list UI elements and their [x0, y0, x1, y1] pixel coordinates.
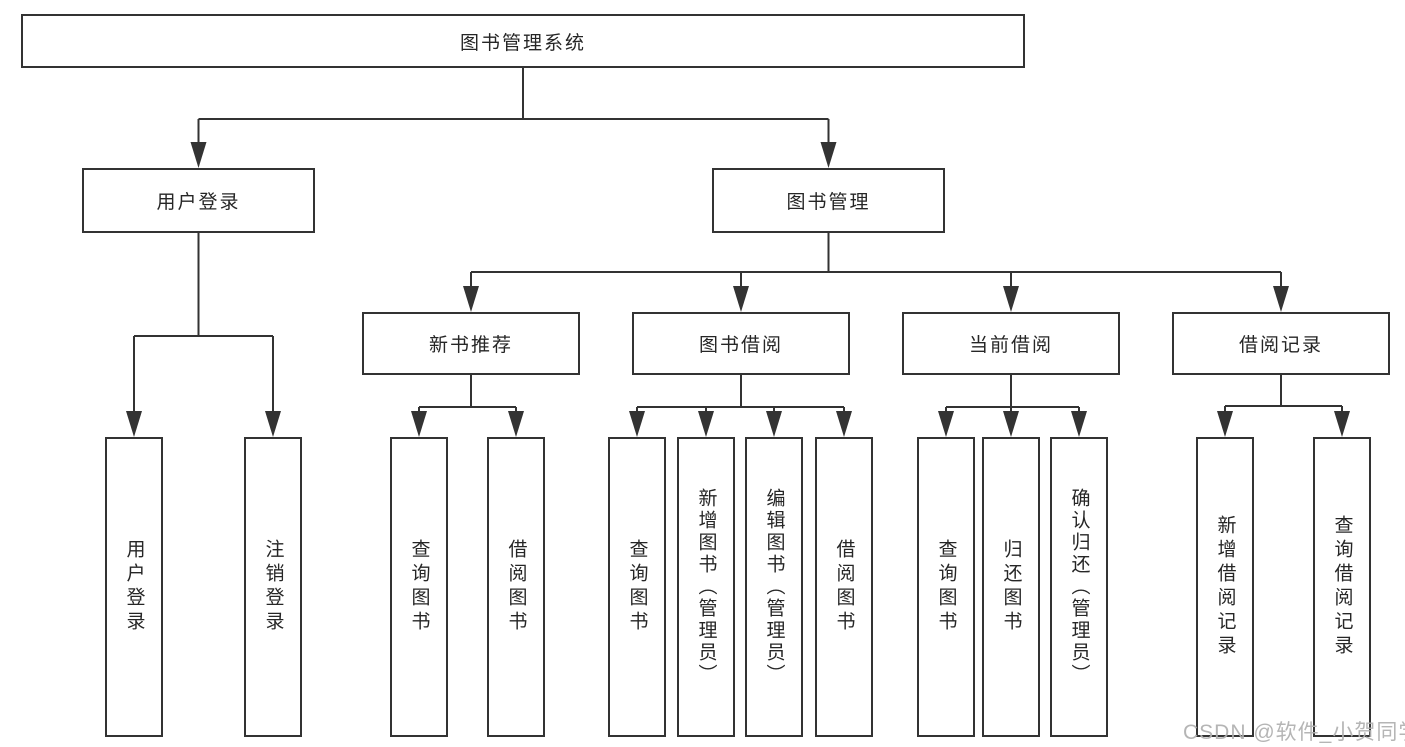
arrow-icon — [1334, 411, 1350, 437]
connector-book-management-children — [470, 233, 1282, 308]
connector-book-borrow-children — [636, 375, 845, 433]
arrowheads — [126, 142, 1350, 437]
arrow-icon — [1071, 411, 1087, 437]
arrow-icon — [1003, 411, 1019, 437]
arrow-icon — [820, 142, 837, 168]
leaf-records-query-record: 查询借阅记录 — [1313, 437, 1371, 737]
connector-borrow-records-children — [1224, 375, 1343, 433]
node-root-system: 图书管理系统 — [21, 14, 1025, 68]
node-current-borrow: 当前借阅 — [902, 312, 1120, 375]
arrow-icon — [1217, 411, 1233, 437]
leaf-borrow-add-books-admin: 新增图书（管理员） — [677, 437, 735, 737]
connector-root-to-level2 — [197, 68, 830, 164]
leaf-borrow-borrow-books: 借阅图书 — [815, 437, 873, 737]
leaf-user-login: 用户登录 — [105, 437, 163, 737]
arrow-icon — [733, 286, 749, 312]
arrow-icon — [463, 286, 479, 312]
node-user-login: 用户登录 — [82, 168, 315, 233]
leaf-records-add-record: 新增借阅记录 — [1196, 437, 1254, 737]
arrow-icon — [836, 411, 852, 437]
arrow-icon — [411, 411, 427, 437]
arrow-icon — [1273, 286, 1289, 312]
connector-new-book-children — [418, 375, 517, 433]
leaf-current-confirm-return-admin: 确认归还（管理员） — [1050, 437, 1108, 737]
node-new-book-recommend: 新书推荐 — [362, 312, 580, 375]
arrow-icon — [126, 411, 142, 437]
node-book-management: 图书管理 — [712, 168, 945, 233]
arrow-icon — [508, 411, 524, 437]
arrow-icon — [698, 411, 714, 437]
node-book-borrow: 图书借阅 — [632, 312, 850, 375]
leaf-logout: 注销登录 — [244, 437, 302, 737]
arrow-icon — [190, 142, 207, 168]
leaf-new-book-query: 查询图书 — [390, 437, 448, 737]
leaf-borrow-query-books: 查询图书 — [608, 437, 666, 737]
leaf-borrow-edit-books-admin: 编辑图书（管理员） — [745, 437, 803, 737]
arrow-icon — [1003, 286, 1019, 312]
arrow-icon — [938, 411, 954, 437]
leaf-current-query-books: 查询图书 — [917, 437, 975, 737]
leaf-current-return-books: 归还图书 — [982, 437, 1040, 737]
connector-user-login-children — [133, 233, 274, 433]
arrow-icon — [265, 411, 281, 437]
arrow-icon — [766, 411, 782, 437]
node-borrow-records: 借阅记录 — [1172, 312, 1390, 375]
leaf-new-book-borrow: 借阅图书 — [487, 437, 545, 737]
arrow-icon — [629, 411, 645, 437]
watermark: CSDN @软件_小贺同学 — [1183, 721, 1405, 744]
